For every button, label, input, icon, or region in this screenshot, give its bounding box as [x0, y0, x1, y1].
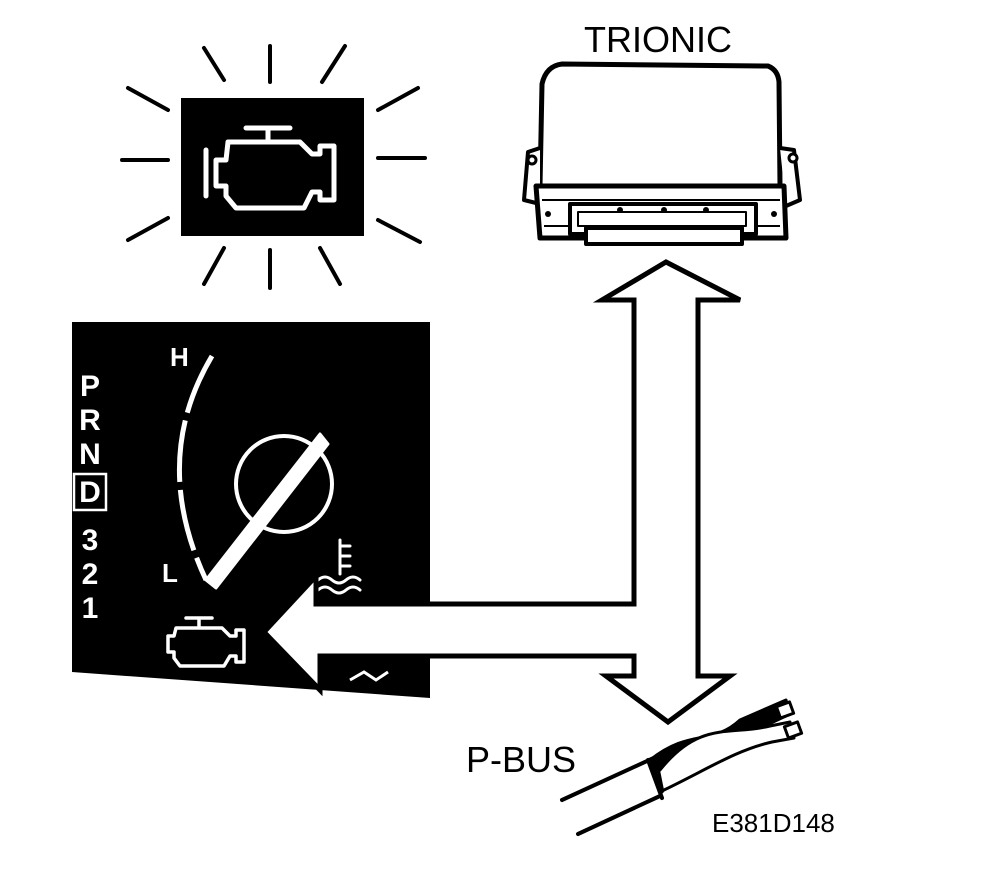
gear-1: 1: [82, 592, 99, 625]
coolant-temperature-icon: [316, 538, 362, 595]
figure-id-label: E381D148: [712, 808, 835, 838]
gear-2: 2: [82, 558, 99, 591]
flash-rays: [120, 44, 427, 290]
check-engine-light-icon: [203, 125, 337, 211]
cable-jacket-lower: [576, 794, 662, 836]
gauge-scale-arc: [177, 354, 215, 582]
selected-gear-box: [72, 472, 108, 512]
temperature-gauge: [177, 354, 334, 590]
gear-indicator: P R N D 3 2 1: [72, 370, 108, 625]
cable-jacket-upper: [560, 754, 660, 802]
trionic-ecu-unit: [522, 61, 802, 246]
gauge-hub: [234, 434, 334, 534]
partial-indicator-icon: [349, 670, 389, 682]
gauge-needle: [204, 432, 330, 590]
pbus-communication-arrow: [260, 259, 742, 726]
wire-end-lower: [782, 720, 804, 740]
trionic-label: TRIONIC: [584, 19, 732, 60]
engine-icon: [166, 616, 246, 668]
gauge-high-label: H: [170, 342, 189, 372]
gear-d: D: [79, 476, 101, 509]
gauge-low-label: L: [162, 558, 178, 588]
gear-r: R: [79, 404, 101, 437]
pbus-label: P-BUS: [466, 739, 576, 780]
ecu-housing: [537, 61, 783, 189]
gear-n: N: [79, 438, 101, 471]
cable-jacket-end: [646, 758, 664, 800]
gear-p: P: [80, 370, 100, 403]
gear-3: 3: [82, 524, 99, 557]
check-engine-warning-light: [120, 44, 427, 290]
twisted-wire-light: [658, 720, 796, 792]
wire-end-upper: [774, 700, 796, 720]
pbus-cable: [560, 698, 804, 836]
